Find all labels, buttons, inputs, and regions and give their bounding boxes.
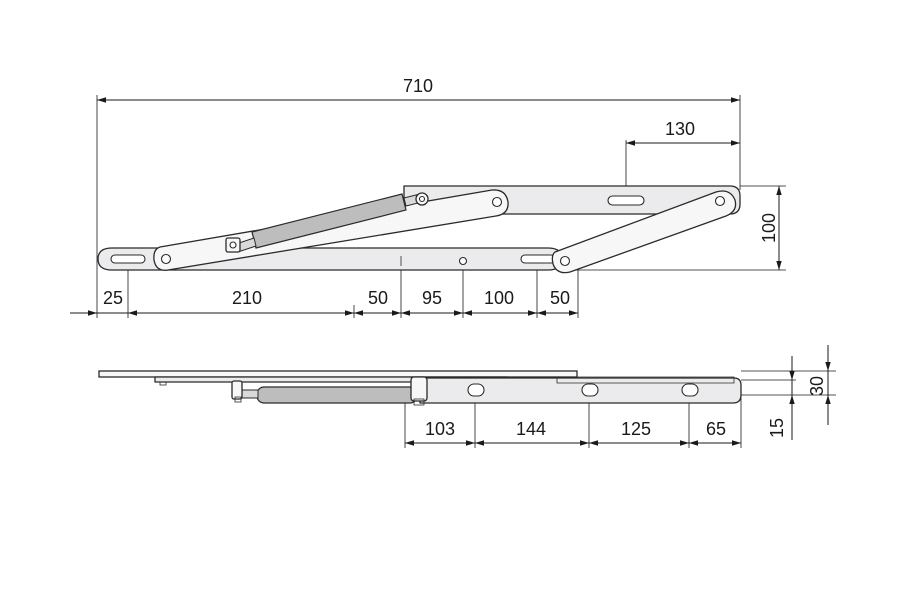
side-slot-1 xyxy=(467,383,485,397)
base-slot-left xyxy=(110,254,146,264)
support-pivot-bottom xyxy=(559,255,571,267)
side-dim-label-65: 65 xyxy=(706,419,726,439)
side-dim-label-30: 30 xyxy=(807,376,827,396)
top-slot xyxy=(607,195,645,206)
side-gas-spring xyxy=(231,376,428,406)
support-pivot-top xyxy=(714,195,726,207)
dim-label-100: 100 xyxy=(484,288,514,308)
dim-label-100-vertical: 100 xyxy=(759,213,779,243)
side-dim-label-15: 15 xyxy=(767,418,787,438)
base-pivot-hole xyxy=(458,256,468,266)
side-slot-3 xyxy=(681,383,699,397)
side-slot-2 xyxy=(581,383,599,397)
dim-label-710: 710 xyxy=(403,76,433,96)
lid-plate xyxy=(98,370,578,378)
side-dim-label-144: 144 xyxy=(516,419,546,439)
side-base-rail xyxy=(419,377,742,404)
dim-label-210: 210 xyxy=(232,288,262,308)
dim-label-25: 25 xyxy=(103,288,123,308)
gas-spring xyxy=(225,192,429,253)
side-view: 103 144 125 65 30 15 xyxy=(98,345,836,448)
top-view: 710 130 100 25 210 50 95 100 50 xyxy=(70,76,786,318)
dim-label-130: 130 xyxy=(665,119,695,139)
dim-label-50b: 50 xyxy=(550,288,570,308)
side-dim-label-125: 125 xyxy=(621,419,651,439)
side-dim-label-103: 103 xyxy=(425,419,455,439)
arm-pivot-left xyxy=(160,253,172,265)
side-inner-channel xyxy=(556,376,735,384)
dim-label-50a: 50 xyxy=(368,288,388,308)
base-slot-right xyxy=(520,254,556,264)
rail-tab-a xyxy=(159,381,167,386)
arm-pivot-right xyxy=(491,196,503,208)
dim-label-95: 95 xyxy=(422,288,442,308)
support-arm xyxy=(551,190,737,274)
